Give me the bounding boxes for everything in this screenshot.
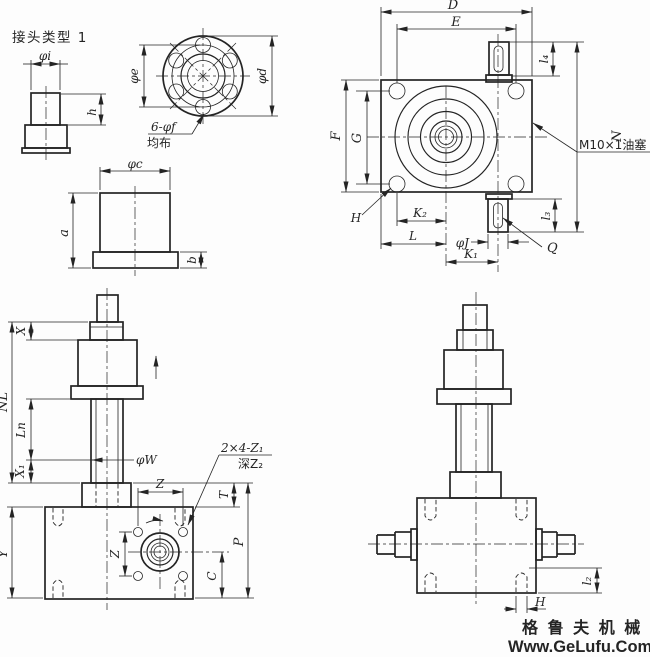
connector-side-view: φi h: [21, 49, 106, 160]
bolt-holes-note-2: 均布: [147, 136, 171, 150]
dim-label-G: G: [350, 133, 365, 143]
dim-label-Ln: Ln: [14, 422, 28, 439]
hole-label-H: H: [350, 211, 362, 225]
watermark-brand: 格 鲁 夫 机 械: [522, 618, 642, 637]
dim-label-T: T: [217, 490, 231, 499]
dim-label-Z-top: Z: [155, 477, 165, 491]
dim-label-X: X: [14, 326, 28, 336]
watermark: 格 鲁 夫 机 械 Www.GeLufu.Com: [508, 618, 650, 656]
dim-label-Z-side: Z: [108, 549, 122, 559]
dim-label-phi-e: φe: [127, 68, 141, 84]
watermark-url: Www.GeLufu.Com: [508, 638, 650, 656]
dim-label-Y: Y: [0, 548, 11, 558]
oil-plug-label: M10×1油塞: [579, 137, 646, 152]
dim-label-l3: l₃: [539, 211, 553, 220]
dim-label-NL: NL: [0, 392, 11, 413]
section-title: 接头类型 1: [12, 29, 88, 46]
dim-label-K1: K₁: [463, 247, 478, 261]
dim-label-l2: l₂: [580, 576, 594, 585]
dim-label-phi-J: φJ: [456, 236, 470, 250]
connector-cylinder-view: φc a b: [57, 157, 207, 276]
dim-label-P: P: [232, 537, 247, 547]
dim-label-C: C: [205, 571, 219, 580]
tapped-holes-depth-note: 深Z₂: [238, 457, 263, 471]
dim-label-b: b: [185, 256, 199, 264]
dim-label-l4: l₄: [537, 54, 551, 63]
dim-label-F: F: [329, 131, 344, 142]
dim-label-h: h: [85, 108, 99, 116]
dim-label-N: N: [610, 130, 625, 143]
dim-label-D: D: [447, 0, 459, 13]
gearbox-top-view: D E l₄ N F G H K₂ L K₁: [329, 0, 650, 272]
dim-label-E: E: [450, 15, 461, 30]
dim-label-X1: X₁: [13, 464, 27, 478]
dim-label-phi-c: φc: [127, 157, 142, 171]
jack-side-view: l₂ H: [368, 292, 602, 613]
tapped-holes-note: 2×4-Z₁: [220, 441, 264, 455]
dim-label-phi-i: φi: [39, 49, 51, 63]
dim-label-H-side: H: [534, 595, 546, 609]
dim-label-L: L: [408, 229, 417, 243]
key-label-Q: Q: [547, 241, 558, 256]
dim-label-phi-d: φd: [255, 68, 269, 84]
dim-label-phi-W: φW: [136, 453, 158, 467]
dim-label-a: a: [57, 229, 72, 237]
dim-label-K2: K₂: [412, 206, 427, 220]
connector-flange-view: φe φd 6-φf 均布: [127, 28, 278, 150]
rotation-arrow: [145, 515, 164, 524]
bolt-holes-note: 6-φf: [151, 120, 178, 134]
jack-front-view: X NL Ln X₁ φW Z Z 2×4-Z₁ 深Z₂ T: [0, 288, 272, 610]
